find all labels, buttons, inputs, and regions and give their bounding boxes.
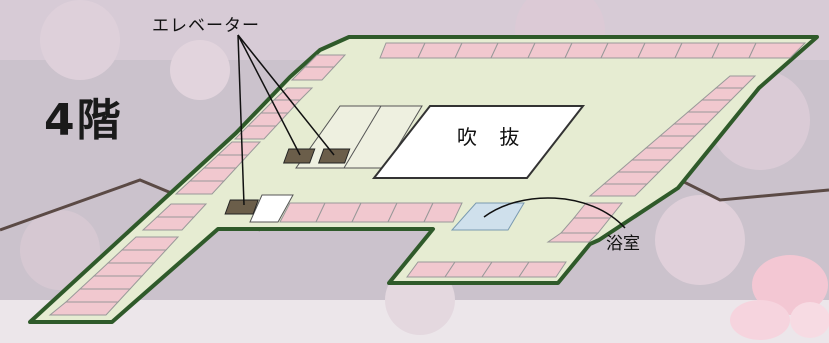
elevators xyxy=(224,148,351,215)
rooms-left xyxy=(48,54,347,316)
floor-outline xyxy=(28,35,819,324)
floor-label: 4階 xyxy=(44,95,123,146)
rooms-top xyxy=(379,42,807,59)
elevator-icon xyxy=(224,199,259,215)
void-atrium xyxy=(371,105,586,179)
elevator-icon xyxy=(282,148,316,164)
lower-block xyxy=(249,194,294,223)
rooms-middle xyxy=(279,202,463,223)
elevator-icon xyxy=(317,148,351,164)
rooms-right xyxy=(546,75,757,243)
rooms-bottom xyxy=(406,261,567,278)
bath-room xyxy=(450,202,525,231)
bath-label: 浴室 xyxy=(606,234,640,254)
callout-lines xyxy=(237,34,626,229)
void-label: 吹 抜 xyxy=(457,125,528,149)
elevator-label: エレベーター xyxy=(152,16,260,36)
